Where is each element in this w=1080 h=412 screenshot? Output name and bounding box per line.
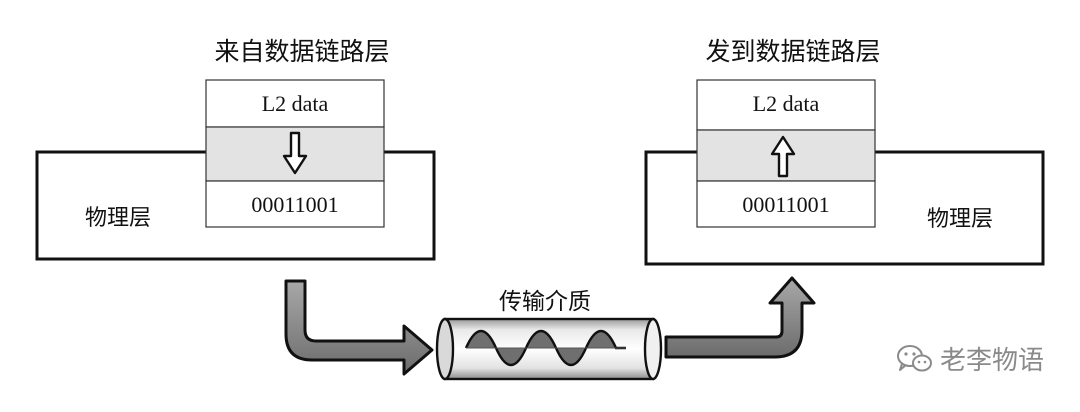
cable-end-right xyxy=(643,317,663,381)
right-group: 发到数据链路层 L2 data 00011001 物理层 xyxy=(644,37,1045,266)
right-bits-cell xyxy=(696,180,876,228)
left-layer-label: 物理层 xyxy=(85,206,151,231)
right-l2-data-cell xyxy=(696,79,876,131)
transmission-medium: 传输介质 xyxy=(435,289,663,381)
left-l2-data-label: L2 data xyxy=(262,91,329,116)
up-arrow-icon xyxy=(770,135,796,178)
right-curved-arrow-icon xyxy=(664,276,816,359)
signal-wave xyxy=(464,329,626,367)
medium-label: 传输介质 xyxy=(499,289,591,315)
watermark: 老李物语 xyxy=(896,340,1044,377)
watermark-text: 老李物语 xyxy=(939,346,1044,376)
right-bits-label: 00011001 xyxy=(742,192,829,217)
left-title: 来自数据链路层 xyxy=(214,37,389,66)
cable-end-left xyxy=(435,317,455,381)
wechat-icon xyxy=(896,344,932,371)
left-curved-arrow-icon xyxy=(284,279,434,376)
left-bits-label: 00011001 xyxy=(251,192,338,217)
right-layer-label: 物理层 xyxy=(927,207,993,232)
down-arrow-icon xyxy=(282,131,308,175)
right-title: 发到数据链路层 xyxy=(705,37,880,66)
left-group: 来自数据链路层 L2 data 00011001 物理层 xyxy=(35,37,436,261)
left-bits-cell xyxy=(205,180,385,228)
left-l2-data-cell xyxy=(205,79,385,128)
right-l2-data-label: L2 data xyxy=(753,91,820,116)
